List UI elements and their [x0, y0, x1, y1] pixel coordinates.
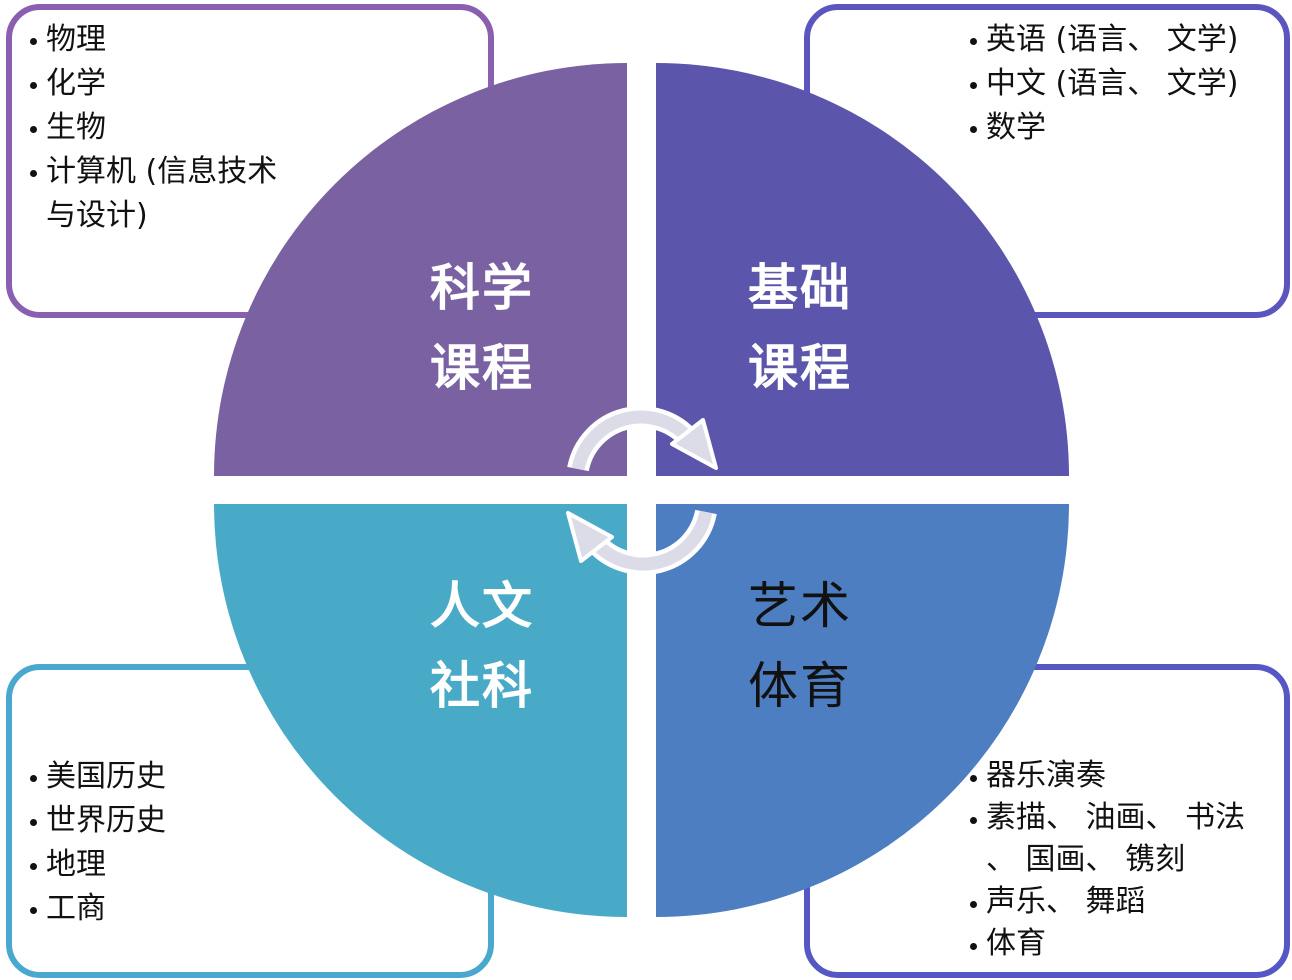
subject-item-text: 世界历史	[46, 803, 166, 838]
cycle-arrow-top-icon	[567, 406, 718, 472]
science-quadrant	[214, 63, 627, 476]
subject-item: 工商	[28, 887, 166, 931]
subject-item: 世界历史	[28, 799, 166, 843]
subject-item-text-cont: 与设计)	[46, 198, 148, 233]
humanities-label-line2: 社科	[430, 657, 534, 715]
subject-item: 中文 (语言、 文学)	[968, 62, 1238, 106]
science-course-label: 科学 课程	[412, 248, 552, 408]
humanities-course-label: 人文 社科	[412, 566, 552, 726]
subject-item-text: 体育	[986, 926, 1046, 961]
subject-item-text: 器乐演奏	[986, 758, 1106, 793]
subject-item: 计算机 (信息技术与设计)	[28, 150, 277, 238]
foundation-course-label: 基础 课程	[730, 248, 870, 408]
humanities-quadrant	[214, 504, 627, 917]
subject-item-text: 中文 (语言、 文学)	[986, 66, 1239, 101]
subject-item: 英语 (语言、 文学)	[968, 18, 1238, 62]
science-subject-list: 物理化学生物计算机 (信息技术与设计)	[28, 18, 277, 238]
subject-item: 体育	[968, 923, 1245, 965]
subject-item-text: 物理	[46, 22, 106, 57]
arts-label-line2: 体育	[748, 657, 852, 715]
subject-item-text: 美国历史	[46, 759, 166, 794]
subject-item-text: 英语 (语言、 文学)	[986, 22, 1239, 57]
arts-label-line1: 艺术	[748, 577, 852, 635]
subject-item: 生物	[28, 106, 277, 150]
arts-subject-list: 器乐演奏素描、 油画、 书法、 国画、 镌刻声乐、 舞蹈体育	[968, 755, 1245, 965]
subject-item: 地理	[28, 843, 166, 887]
foundation-subject-list: 英语 (语言、 文学) 中文 (语言、 文学) 数学	[968, 18, 1238, 150]
subject-item: 数学	[968, 106, 1238, 150]
arts-quadrant	[656, 504, 1069, 917]
foundation-quadrant	[656, 63, 1069, 476]
subject-item: 素描、 油画、 书法、 国画、 镌刻	[968, 797, 1245, 881]
subject-item-text: 计算机 (信息技术	[46, 154, 278, 189]
subject-item: 器乐演奏	[968, 755, 1245, 797]
subject-item-text: 地理	[46, 847, 106, 882]
subject-item: 美国历史	[28, 755, 166, 799]
foundation-label-line1: 基础	[748, 259, 852, 317]
subject-item-text: 素描、 油画、 书法	[986, 800, 1246, 835]
foundation-label-line2: 课程	[748, 339, 852, 397]
subject-item: 物理	[28, 18, 277, 62]
subject-item-text: 工商	[46, 891, 106, 926]
arts-course-label: 艺术 体育	[730, 566, 870, 726]
cycle-arrow-bottom-icon	[566, 509, 717, 575]
subject-item-text: 生物	[46, 110, 106, 145]
subject-item-text: 声乐、 舞蹈	[986, 884, 1146, 919]
subject-item: 化学	[28, 62, 277, 106]
subject-item: 声乐、 舞蹈	[968, 881, 1245, 923]
humanities-label-line1: 人文	[430, 577, 534, 635]
science-label-line2: 课程	[430, 339, 534, 397]
science-label-line1: 科学	[430, 259, 534, 317]
subject-item-text: 数学	[986, 110, 1046, 145]
humanities-subject-list: 美国历史世界历史地理工商	[28, 755, 166, 931]
subject-item-text: 化学	[46, 66, 106, 101]
subject-item-text-cont: 、 国画、 镌刻	[986, 842, 1186, 877]
